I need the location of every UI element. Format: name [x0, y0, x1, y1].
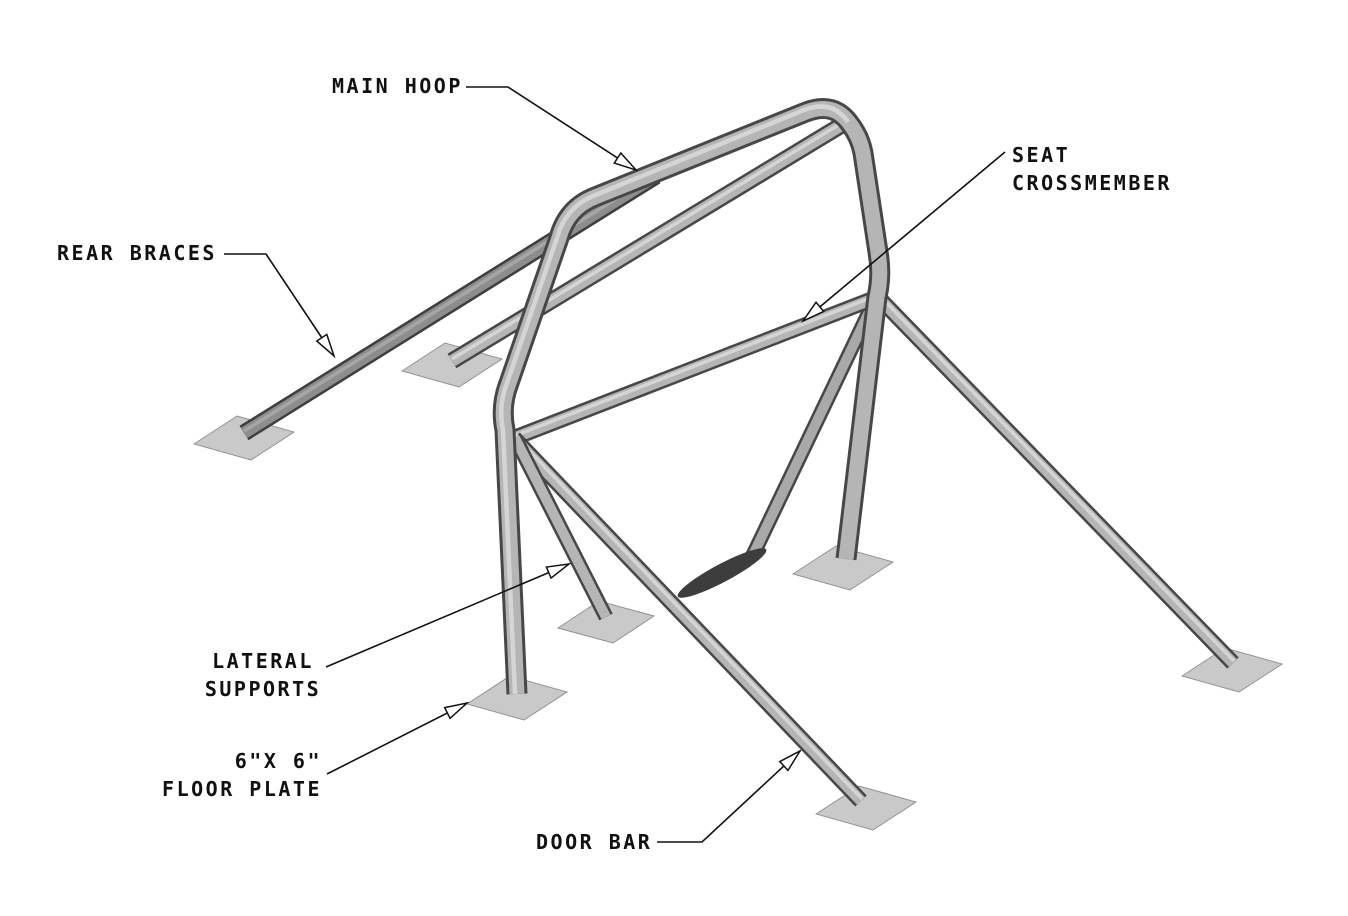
rear-braces-label: REAR BRACES: [57, 241, 217, 265]
rear-brace-left-tube: [239, 168, 661, 441]
floor-plate-label-line2: FLOOR PLATE: [162, 777, 322, 801]
door-bar-label: DOOR BAR: [536, 830, 652, 854]
seat-crossmember-leader: [800, 151, 1006, 323]
floor-plate-main-hoop-right: [791, 545, 895, 591]
rear-brace-right-tube: [447, 115, 850, 369]
main-hoop-leader: [466, 86, 639, 172]
lateral-support-left-tube: [508, 434, 613, 621]
floor-plate-leader: [326, 701, 470, 775]
floor-plate-main-hoop-left: [465, 675, 569, 721]
floor-plates: [192, 342, 1284, 831]
floor-plate-door-bar: [814, 785, 918, 831]
seat-crossmember-label-line2: CROSSMEMBER: [1012, 171, 1172, 195]
door-bar-tube: [508, 432, 867, 807]
floor-plate-right-door-bar: [1180, 647, 1284, 693]
lateral-supports-label-line1: LATERAL: [212, 649, 314, 673]
right-door-bar-tube: [872, 291, 1239, 669]
lateral-supports-leader: [325, 562, 572, 668]
leader-lines: [224, 86, 1006, 843]
door-bar-leader: [657, 749, 803, 843]
floor-plate-rear-brace-left: [192, 415, 296, 461]
main-hoop-label: MAIN HOOP: [332, 74, 463, 98]
rear-braces-leader: [224, 253, 336, 359]
floor-plate-label-line1: 6"X 6": [235, 749, 322, 773]
seat-crossmember-label-line1: SEAT: [1012, 143, 1070, 167]
labels: MAIN HOOP SEAT CROSSMEMBER REAR BRACES L…: [57, 74, 1172, 854]
lateral-support-right-foot: [677, 548, 767, 598]
lateral-support-right-tube: [745, 302, 879, 561]
floor-plate-lateral-support: [556, 600, 656, 644]
lateral-supports-label-line2: SUPPORTS: [205, 677, 321, 701]
